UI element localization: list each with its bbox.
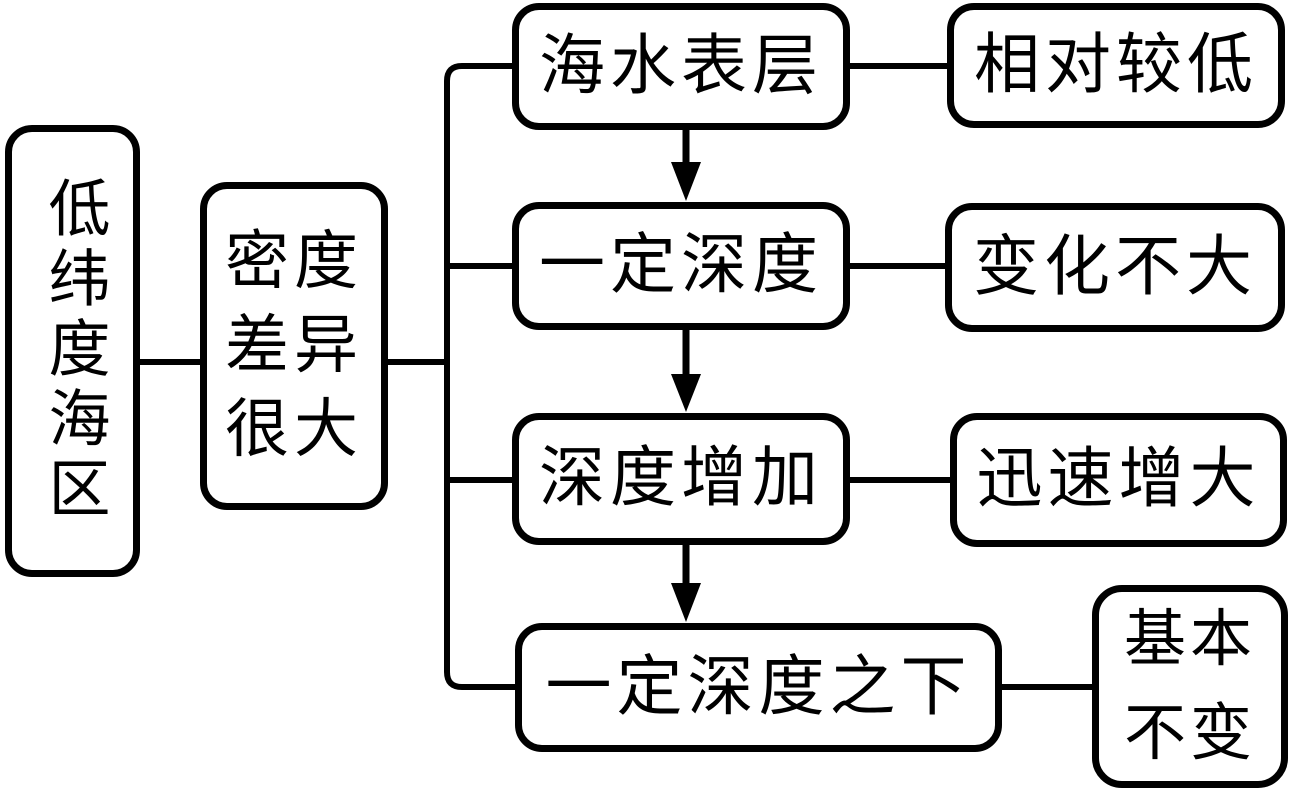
cause-line-2: 差异 [225,310,363,381]
arrow-row2-row3 [671,328,701,412]
arrow-row3-row4 [671,543,701,622]
trunk-line [444,63,519,690]
node-rapid-increase: 迅速增大 [950,413,1287,547]
node-low-latitude-sea-area: 低纬度海区 [5,125,140,577]
node-sea-surface-layer: 海水表层 [512,3,850,130]
node-basically-unchanged: 基本 不变 [1092,585,1288,788]
arrow-row1-row2 [671,128,701,201]
node-relatively-low: 相对较低 [947,3,1285,128]
result-line-1: 基本 [1123,605,1256,674]
cause-line-1: 密度 [225,226,363,297]
node-density-difference-large: 密度 差异 很大 [200,182,388,510]
node-below-certain-depth: 一定深度之下 [515,623,1002,752]
result-line-2: 不变 [1123,699,1256,768]
node-certain-depth: 一定深度 [512,202,850,330]
node-little-change: 变化不大 [945,203,1285,332]
node-depth-increase: 深度增加 [512,413,850,545]
cause-line-3: 很大 [225,394,363,465]
